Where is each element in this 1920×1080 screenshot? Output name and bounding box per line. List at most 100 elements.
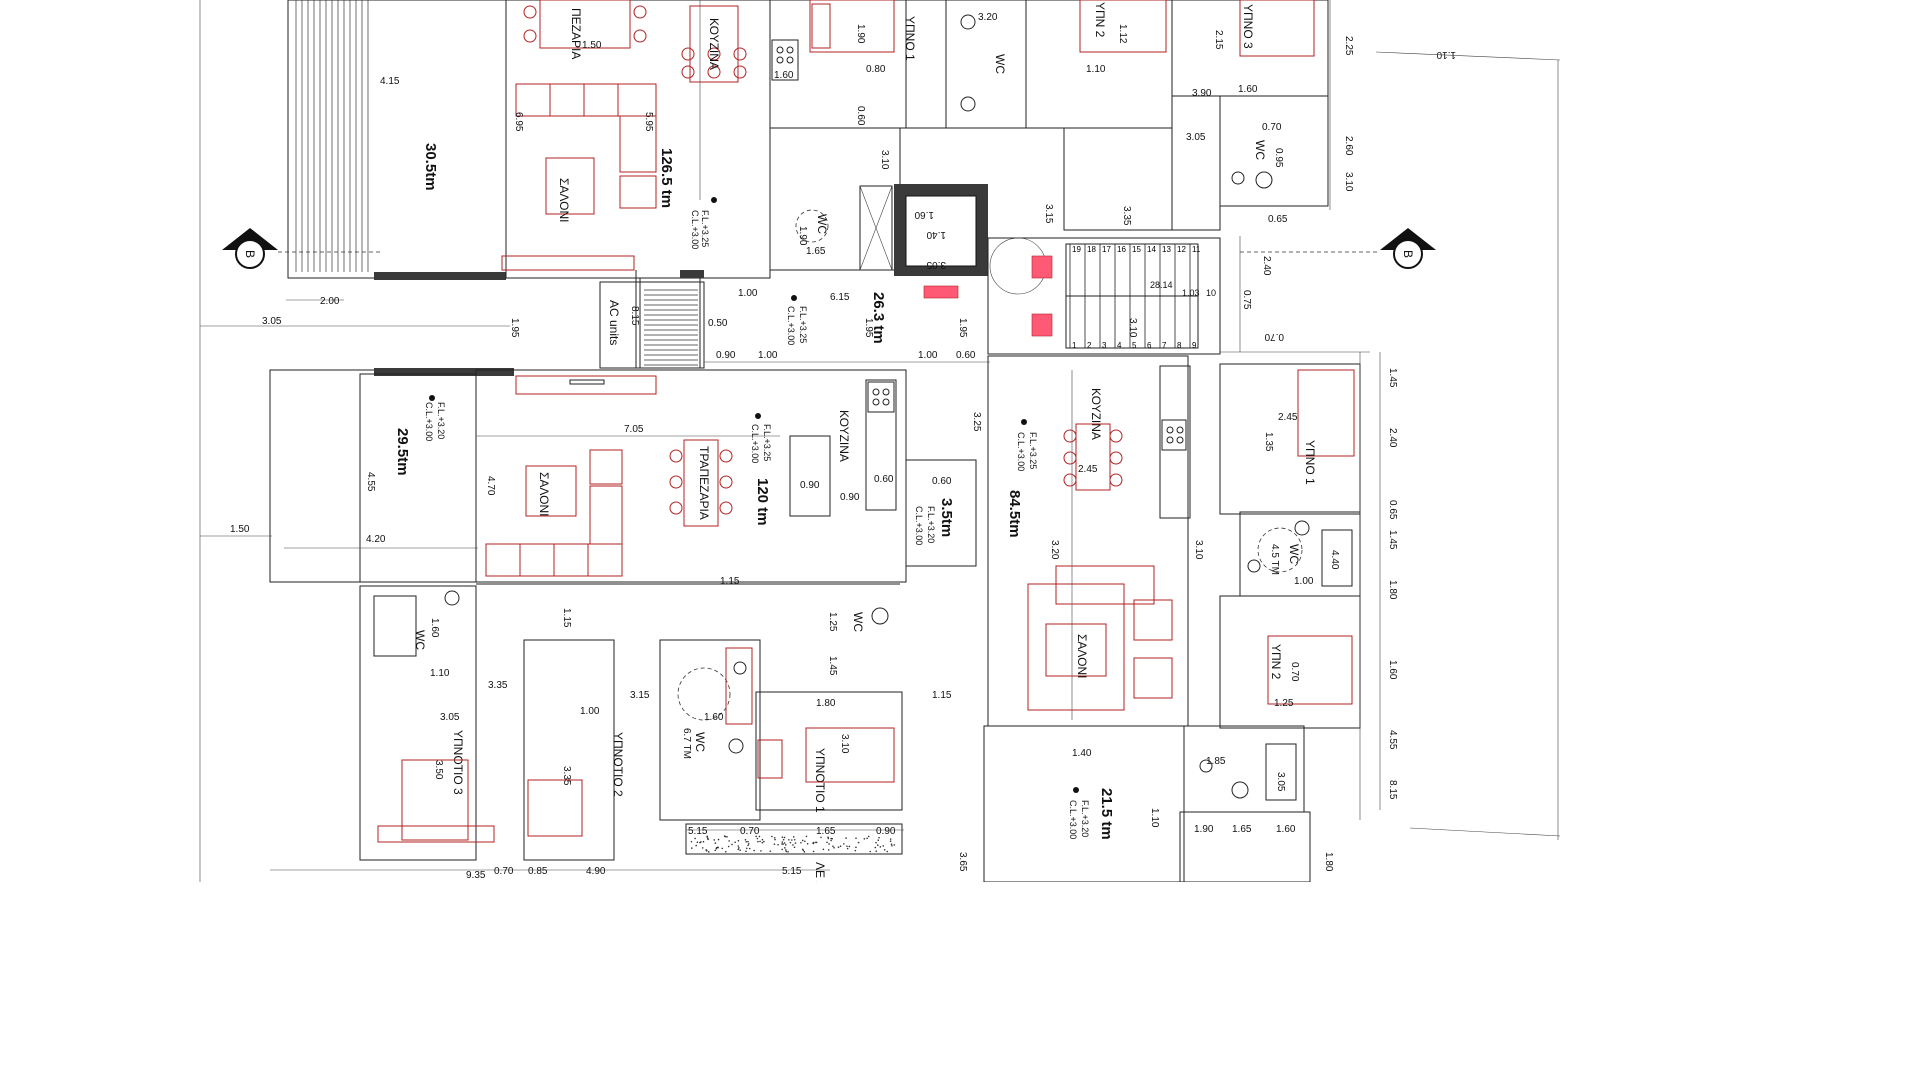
gravel-dot [879,846,882,848]
balcony-small-area: 3.5tm [938,498,955,537]
dim-115-corr: 3.10 [879,150,890,170]
wc-fixture-mid [871,607,889,625]
dim-190-strip: 1.65 [816,826,836,837]
dim-320-rb2: 0.70 [1289,662,1300,682]
terrace-bottom-area: 21.5 tm [1098,788,1115,840]
dim-135-rb: 3.05 [1275,772,1286,792]
gravel-dot [713,839,716,841]
dim-815: 3.20 [1049,540,1060,560]
dim-elevator-160: 1.60 [914,209,934,220]
dim-065-r2: 4.55 [1387,730,1398,750]
dim-185-brt: 1.80 [1323,852,1334,872]
dim-160-wcll: 1.60 [429,618,440,638]
dim-115-left-lower2: 1.15 [561,608,572,628]
gravel-dot [846,847,849,850]
wc-bottom-area: 6.7 TM [681,728,692,759]
dim-110-wcll: 3.35 [488,680,508,691]
gravel-dot [781,848,783,851]
bedroom3-label-top: ΥΠΝΟ 3 [1241,4,1255,49]
stair-number-upper: 17 [1102,245,1111,254]
wc-fixture-top-right [1255,171,1273,189]
gravel-dot [777,844,779,846]
living-label-top: ΣΑΛΟΝΙ [557,178,571,223]
wc-label-top-right: WC [1253,140,1267,160]
fl-top-apartment: F.L.+3.25 [700,210,710,247]
gravel-dot [707,851,710,853]
gravel-dot [867,835,870,838]
gravel-dot [832,845,834,848]
stair-number-lower: 5 [1132,341,1137,350]
gravel-dot [855,846,857,849]
dim-top-terrace-width: 4.15 [380,76,400,87]
stair-number-lower: 9 [1192,341,1197,350]
gravel-dot [781,843,783,845]
gravel-dot [812,850,815,853]
gravel-dot [774,838,776,841]
fl-corridor: F.L.+3.25 [798,306,808,343]
gravel-dot [761,841,764,844]
dim-310-b1: 3.10 [839,734,850,754]
dim-935: 9.35 [466,870,486,881]
gravel-dot [744,838,747,841]
dim-310-tb1: 1.90 [855,24,866,44]
dim-315-tb2: 1.10 [1086,64,1106,75]
dim-335-b2: 3.35 [561,766,572,786]
dim-195-left: 1.95 [509,318,520,338]
dim-615: 6.15 [830,292,850,303]
gravel-dot [734,841,736,844]
gravel-dot [723,835,726,837]
cl-balcony: C.L.+3.00 [914,506,924,545]
dim-190-wc: 1.90 [797,226,808,246]
gravel-dot [745,850,747,853]
gravel-dot [728,840,730,842]
dim-165-wc: 1.65 [806,246,826,257]
left-lower-rooms [359,583,903,861]
gravel-dot [783,842,786,844]
dim-070-bot: 0.70 [494,866,514,877]
bedroom2-label-right: ΥΠΝ 2 [1269,644,1283,680]
stair-num-10: 10 [1206,288,1216,298]
stair-misc-1: 28.14 [1150,280,1173,290]
gravel-dot [783,836,786,839]
dim-070-r: 1.45 [1387,530,1398,550]
level-marker-top [711,197,717,203]
gravel-dot [822,848,825,851]
wc-turning-circle-right [1257,527,1303,573]
gravel-dot [866,837,868,840]
dim-112: 3.90 [1192,88,1212,99]
dim-515-bot: 5.15 [782,866,802,877]
wc-label-top: WC [993,54,1007,74]
gravel-dot [794,842,797,844]
top-apartment-area: 126.5 tm [658,148,675,208]
gravel-dot [848,845,851,848]
dim-080: 3.15 [1043,204,1054,224]
gravel-dot [826,841,828,844]
living-label-left: ΣΑΛΟΝΙ [537,472,551,517]
gravel-dot [761,838,764,841]
dining-label-left: ΤΡΑΠΕΖΑΡΙΑ [697,446,711,520]
gravel-dot [869,850,872,853]
dim-100-brt: 1.90 [1194,824,1214,835]
counter-top [501,255,635,271]
gravel-dot [845,837,847,839]
gravel-dot [806,842,809,845]
gravel-dot [701,847,704,849]
dining-table-right [1063,423,1123,491]
gravel-dot [753,849,755,852]
dim-060-tb1b: 0.60 [855,106,866,126]
dim-070-tr: 2.60 [1343,136,1354,156]
gravel-dot [721,847,724,850]
terrace-mid-area: 29.5tm [394,428,411,476]
dim-050: 0.50 [708,318,728,329]
dim-160-balcony: 0.60 [932,476,952,487]
wc-fixture-left-lower [444,590,460,606]
gravel-dot [801,839,804,842]
corridor [599,270,705,369]
stair-number-lower: 7 [1162,341,1167,350]
gravel-dot [787,851,789,853]
stair-number-upper: 19 [1072,245,1081,254]
gravel-dot [886,850,889,853]
dim-470: 4.70 [485,476,496,496]
dim-695: 6.95 [513,112,524,132]
dining-label-top: ΠΕΖΑΡΙΑ [569,8,583,59]
